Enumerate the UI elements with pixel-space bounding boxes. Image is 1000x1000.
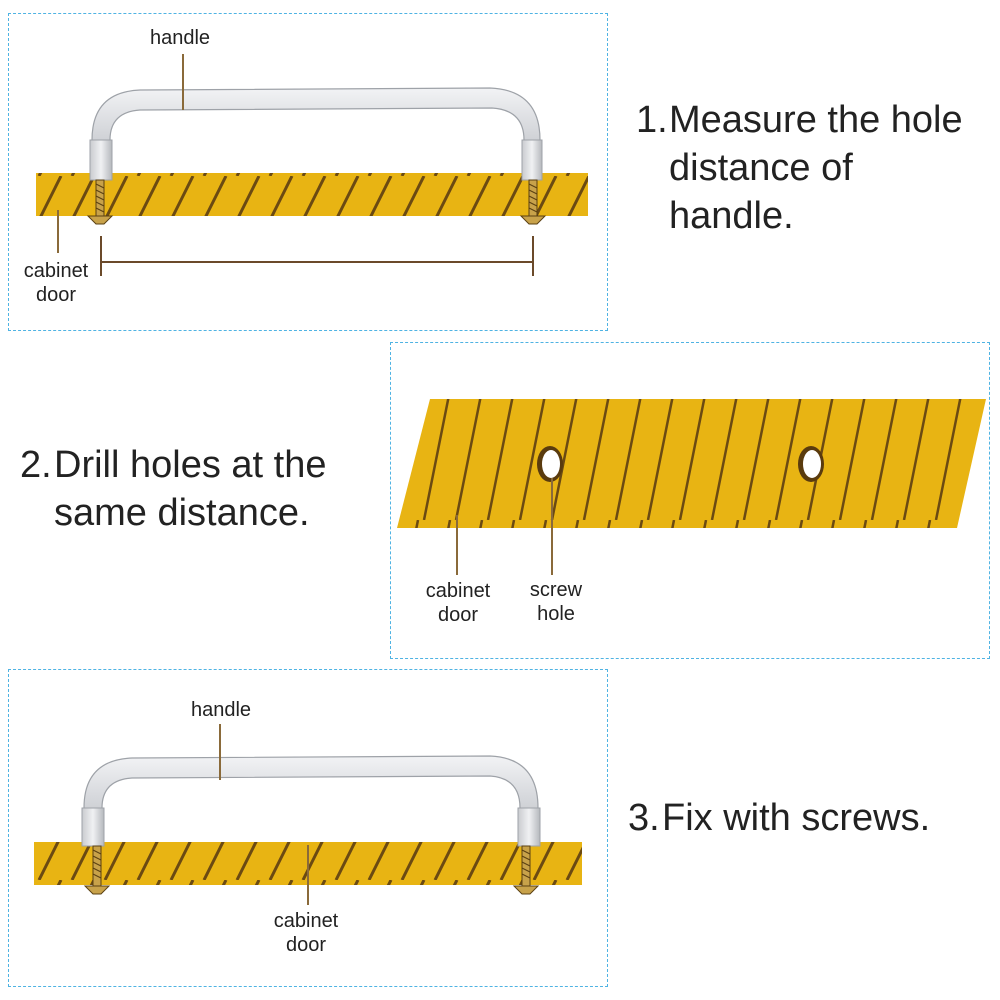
step2-instruction: 2. Drill holes at the same distance. (20, 441, 380, 541)
step3-illustration (34, 724, 582, 905)
step1-line2: distance of (669, 147, 853, 189)
handle-label: handle (149, 27, 211, 49)
screw-hole-label: screw hole (506, 578, 606, 626)
step1-line1: Measure the hole (669, 99, 963, 141)
screw-hole-label-line2: hole (537, 603, 575, 625)
cabinet-door-label-line2: door (35, 284, 77, 306)
step2-line2: same distance. (54, 492, 310, 534)
screw-hole-icon (798, 446, 824, 482)
cabinet-door-label-line1: cabinet (273, 910, 339, 932)
step2-panel (390, 342, 990, 659)
screw-icon (86, 179, 114, 225)
screw-icon (519, 179, 547, 225)
step2-line1: Drill holes at the (54, 444, 327, 486)
cabinet-door-label-line2: door (285, 934, 327, 956)
step1-illustration (36, 54, 588, 276)
step3-instruction: 3. Fix with screws. (628, 794, 988, 844)
handle-icon (81, 755, 541, 847)
cabinet-door-icon (397, 399, 986, 528)
cabinet-door-label: cabinet door (408, 579, 508, 627)
step1-instruction: 1. Measure the hole distance of handle. (636, 96, 996, 246)
step3-panel (8, 669, 608, 987)
cabinet-door-label: cabinet door (256, 909, 356, 957)
cabinet-door-label-line1: cabinet (23, 260, 89, 282)
step3-line1: Fix with screws. (662, 797, 931, 839)
handle-icon (89, 87, 543, 181)
cabinet-door-label-line1: cabinet (425, 580, 491, 602)
screw-hole-icon (537, 446, 563, 482)
cabinet-door-icon (36, 173, 588, 216)
step1-panel (8, 13, 608, 331)
handle-label: handle (190, 699, 252, 721)
screw-hole-label-line1: screw (529, 579, 583, 601)
screw-icon (83, 845, 111, 895)
step1-number: 1. (636, 99, 668, 141)
step3-number: 3. (628, 797, 660, 839)
step1-line3: handle. (669, 195, 794, 237)
cabinet-door-label: cabinet door (6, 259, 106, 307)
screw-icon (512, 845, 540, 895)
step2-number: 2. (20, 444, 52, 486)
step2-illustration (397, 399, 986, 575)
cabinet-door-label-line2: door (437, 604, 479, 626)
hole-distance-dimension (100, 236, 534, 276)
